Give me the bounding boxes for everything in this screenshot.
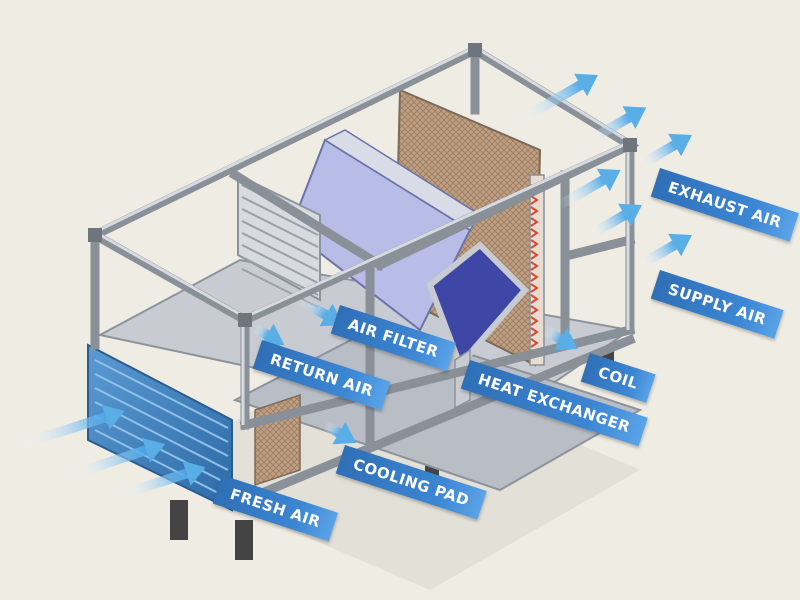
coil-fin (530, 250, 539, 260)
coil-fin (530, 195, 539, 205)
louver-slat (241, 244, 319, 284)
panel-slat (94, 359, 229, 429)
airflow-arrow-icon (542, 325, 578, 351)
coil-fin (530, 283, 539, 293)
coil-fin (530, 239, 539, 249)
coil-fin (530, 305, 539, 315)
coil-fin (530, 228, 539, 238)
frame-corners (88, 43, 637, 327)
airflow-arrow-icon (637, 133, 692, 170)
heat-exchanger (426, 240, 530, 410)
coil-fin (530, 338, 539, 348)
airflow-arrow-icon (557, 168, 621, 210)
airflow-arrow-icon (68, 437, 166, 480)
airflow-arrow-icon (322, 420, 357, 445)
panel-slat (94, 415, 229, 485)
coil-fin (530, 217, 539, 227)
coil-fin (530, 206, 539, 216)
coil-fin (530, 261, 539, 271)
airflow-arrow-icon (517, 73, 598, 125)
airflow-arrows (18, 73, 692, 500)
coil-fin (530, 327, 539, 337)
louver-slat (241, 196, 319, 236)
panel-slat (94, 387, 229, 457)
coil-fin (530, 316, 539, 326)
coil-fin (530, 294, 539, 304)
airflow-arrow-icon (118, 461, 206, 500)
coil-fin (530, 272, 539, 282)
louver-slat (241, 220, 319, 260)
airflow-arrow-icon (637, 233, 692, 270)
louver-slat (241, 232, 319, 272)
airflow-arrow-icon (587, 203, 642, 240)
airflow-arrow-icon (18, 404, 125, 450)
louver-slat (241, 208, 319, 248)
airflow-arrow-icon (587, 106, 647, 145)
coil (529, 174, 545, 366)
panel-slat (94, 373, 229, 443)
panel-slat (94, 429, 229, 499)
